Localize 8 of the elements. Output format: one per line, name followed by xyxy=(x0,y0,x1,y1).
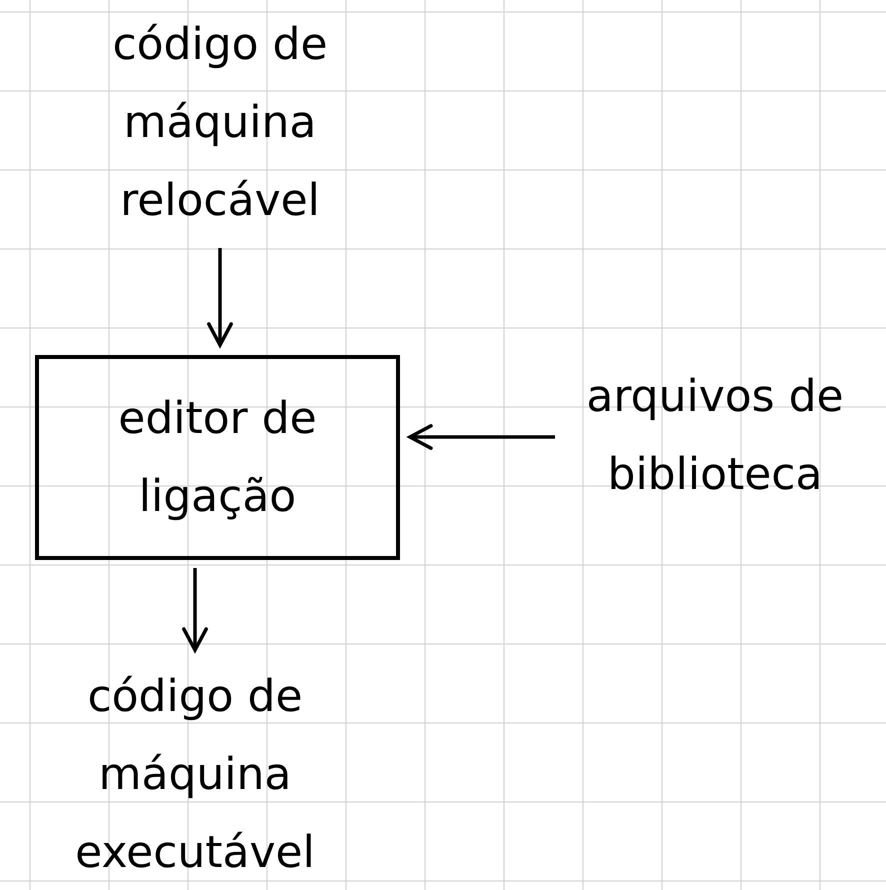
text-label: código de máquina executável xyxy=(45,660,345,890)
text-label: código de máquina relocável xyxy=(70,6,370,240)
arrow xyxy=(207,248,233,347)
process-box xyxy=(35,355,400,560)
arrow xyxy=(182,568,208,652)
arrow xyxy=(408,424,555,450)
box-label: editor de ligação xyxy=(117,392,318,524)
text-label: arquivos de biblioteca xyxy=(555,358,875,514)
